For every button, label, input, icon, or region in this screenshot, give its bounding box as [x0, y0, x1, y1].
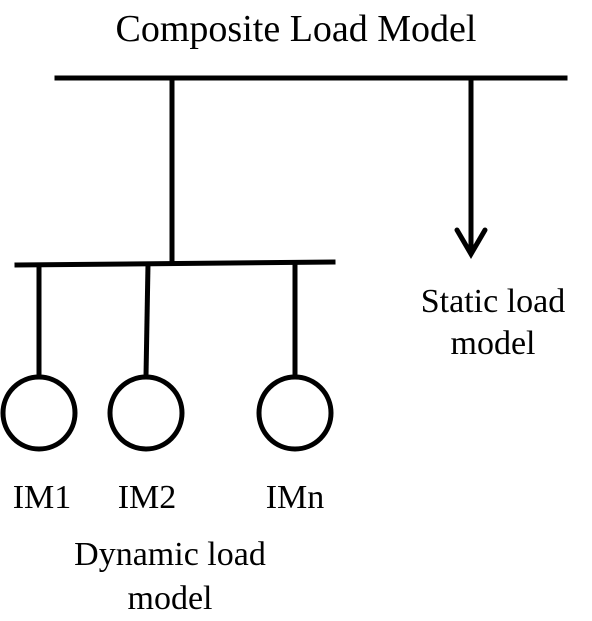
im1-label: IM1 — [12, 479, 72, 516]
static-load-label-line2: model — [450, 325, 536, 362]
diagram-title: Composite Load Model — [115, 8, 477, 50]
dynamic-load-label-line1: Dynamic load — [74, 536, 266, 573]
imn-motor-circle — [256, 374, 334, 452]
im2-branch-line — [143, 263, 151, 377]
static-load-label-line1: Static load — [420, 283, 566, 320]
dynamic-load-label-line2: model — [127, 580, 213, 617]
im2-motor-circle — [107, 374, 185, 452]
im1-motor-circle — [0, 374, 78, 452]
static-load-arrow — [454, 227, 488, 259]
imn-label: IMn — [265, 479, 325, 516]
im2-label: IM2 — [117, 479, 177, 516]
dynamic-load-bus — [14, 259, 336, 268]
static-load-label: Static load model — [398, 281, 588, 365]
dynamic-load-label: Dynamic load model — [20, 533, 320, 621]
